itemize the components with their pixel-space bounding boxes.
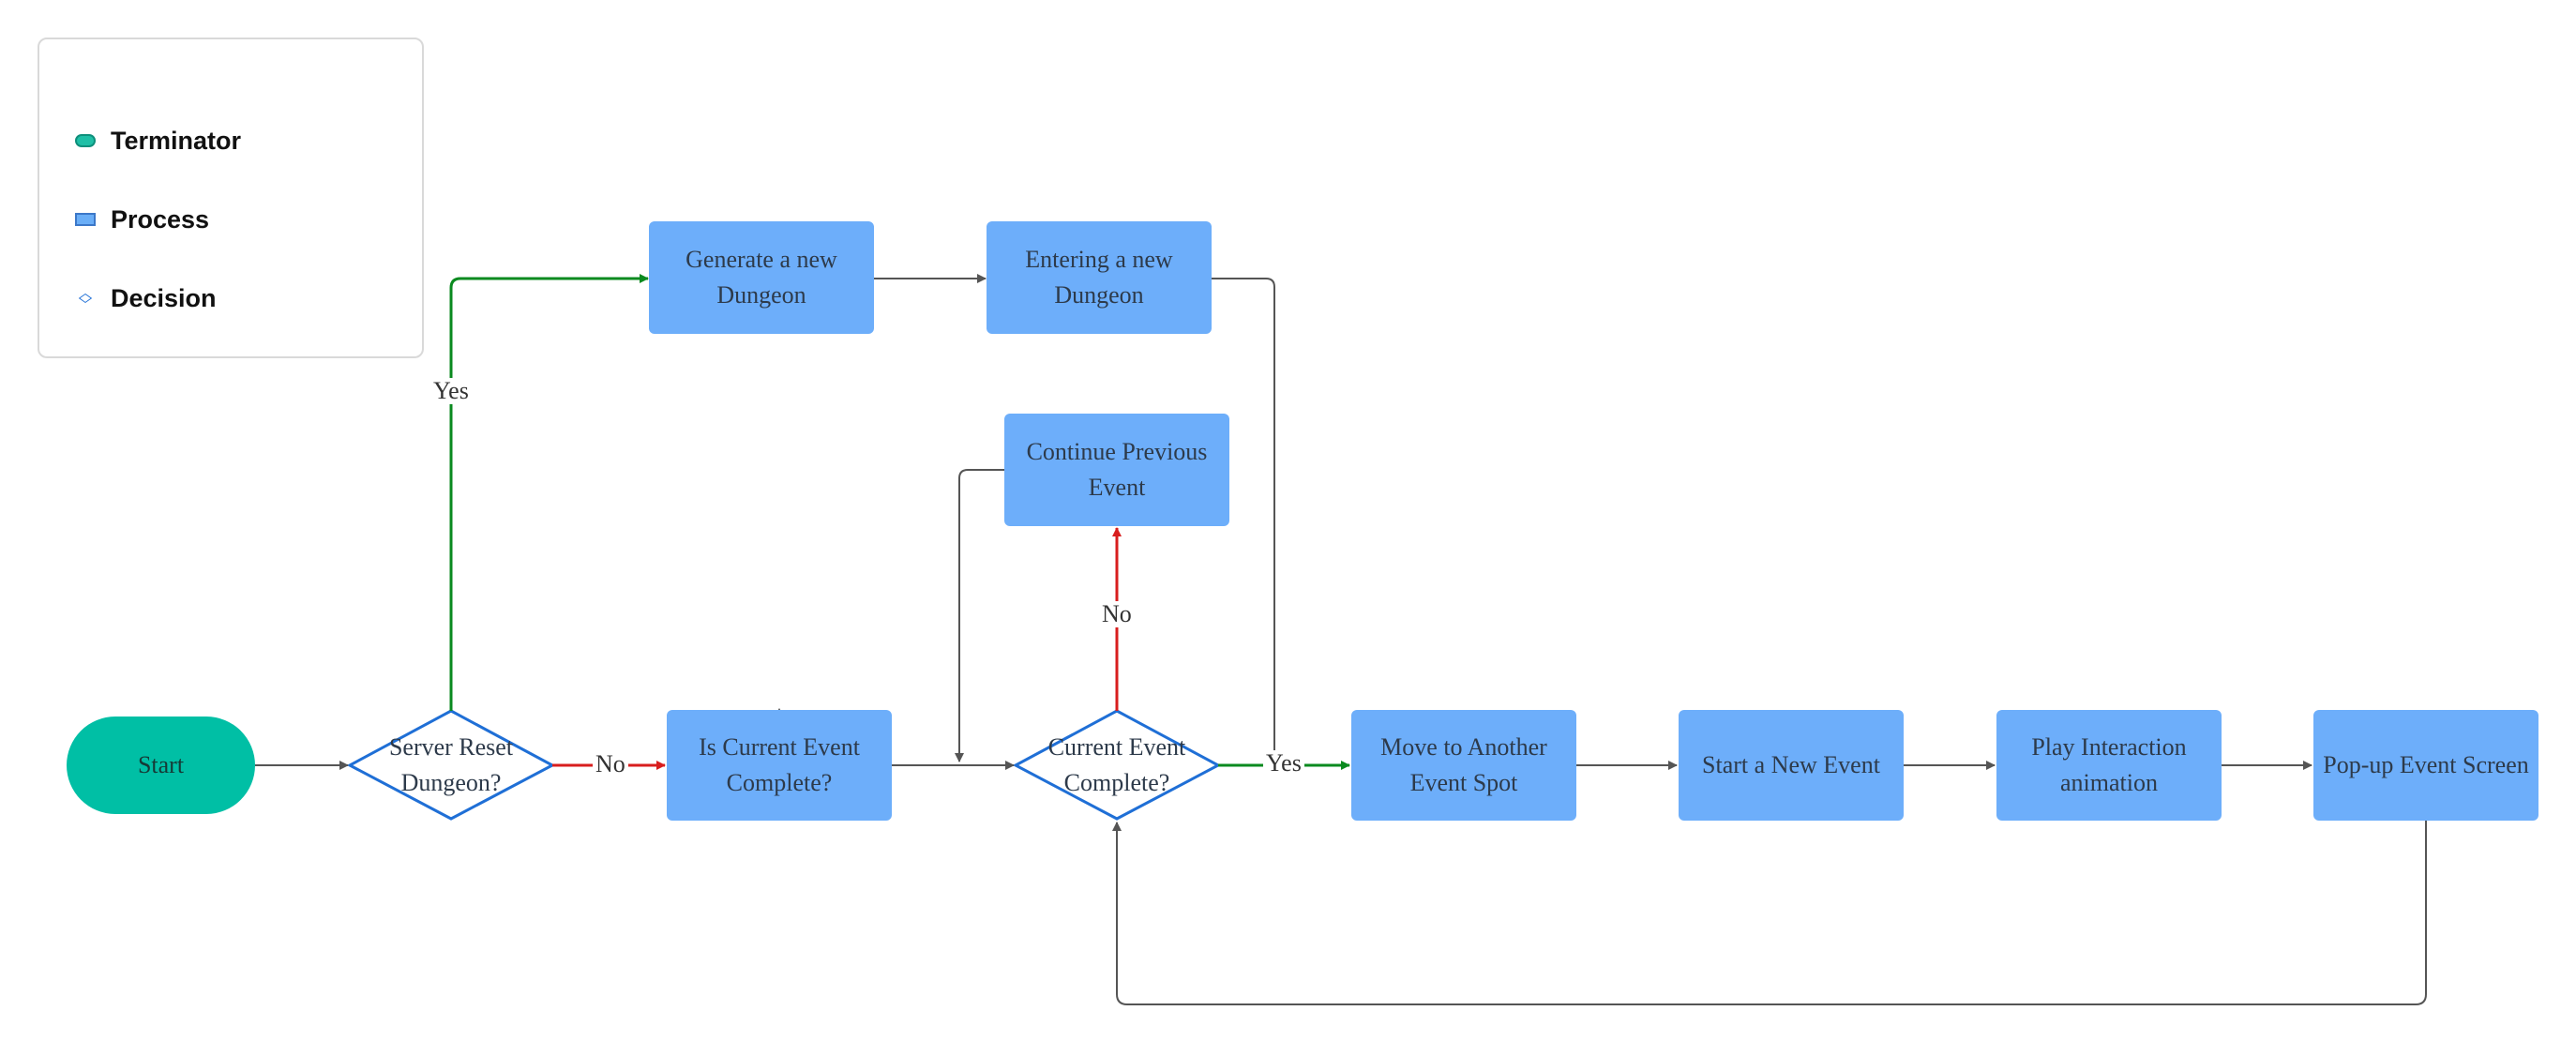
node-current-event-complete: Current Event Complete? [1027, 718, 1207, 812]
terminator-shape-icon [75, 134, 96, 147]
node-is-current-event-complete: Is Current Event Complete? [667, 710, 892, 821]
legend-label: Terminator [111, 126, 242, 155]
node-start-new-event: Start a New Event [1679, 710, 1904, 821]
node-generate-dungeon: Generate a new Dungeon [649, 221, 874, 334]
node-entering-dungeon: Entering a new Dungeon [987, 221, 1212, 334]
decision-diamond-current-event-complete [1012, 709, 1222, 821]
legend-item-decision: Decision [75, 279, 217, 317]
node-label: Pop-up Event Screen [2323, 751, 2529, 778]
legend-label: Decision [111, 283, 217, 312]
legend: Terminator Process Decision [38, 38, 424, 358]
node-label: Play Interaction animation [2031, 733, 2187, 796]
decision-shape-icon [78, 293, 93, 304]
edge-label-no: No [593, 751, 628, 777]
process-shape-icon [75, 213, 96, 226]
node-label: Server Reset Dungeon? [388, 733, 514, 796]
node-continue-previous: Continue Previous Event [1004, 414, 1229, 526]
node-label: Continue Previous Event [1026, 438, 1208, 501]
node-label: Start [137, 751, 185, 778]
edge-continue-down [955, 469, 1004, 762]
node-label: Is Current Event Complete? [699, 733, 860, 796]
node-label: Entering a new Dungeon [1025, 246, 1173, 309]
edge-popup-loop-back [1112, 821, 2427, 1005]
edge-label-yes: Yes [1263, 750, 1304, 777]
node-label: Generate a new Dungeon [685, 246, 837, 309]
node-popup-screen: Pop-up Event Screen [2313, 710, 2538, 821]
decision-diamond-server-reset [346, 709, 556, 821]
edge-yes-to-generate [449, 274, 649, 711]
node-label: Move to Another Event Spot [1380, 733, 1547, 796]
node-move-spot: Move to Another Event Spot [1351, 710, 1576, 821]
node-server-reset: Server Reset Dungeon? [361, 718, 541, 812]
legend-item-terminator: Terminator [75, 122, 241, 159]
legend-label: Process [111, 204, 210, 234]
node-label: Start a New Event [1702, 751, 1880, 778]
legend-item-process: Process [75, 201, 209, 238]
edge-label-no: No [1099, 601, 1135, 627]
node-label: Current Event Complete? [1047, 733, 1186, 796]
node-play-animation: Play Interaction animation [1996, 710, 2222, 821]
edge-entering-down [1203, 274, 1275, 754]
edge-label-yes: Yes [430, 378, 472, 404]
node-start: Start [67, 717, 255, 814]
